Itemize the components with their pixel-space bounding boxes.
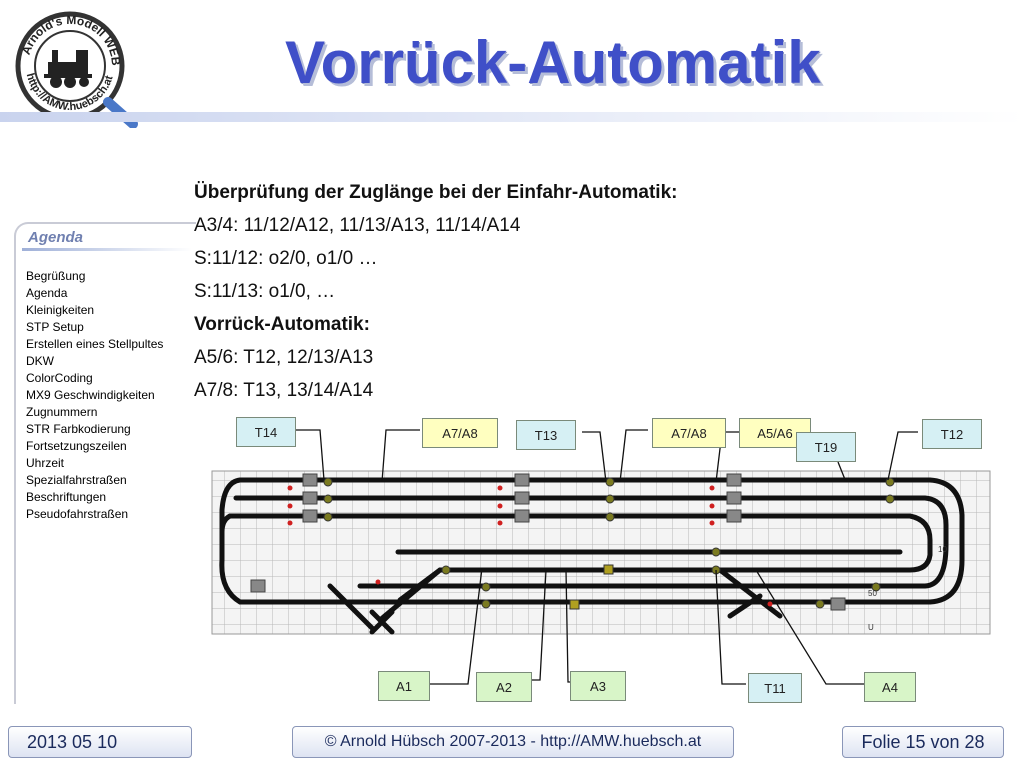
agenda-item[interactable]: Pseudofahrstraßen bbox=[26, 507, 129, 521]
agenda-list: Begrüßung Agenda Kleinigkeiten STP Setup… bbox=[26, 268, 163, 523]
label-a3: A3 bbox=[570, 671, 626, 701]
agenda-item[interactable]: Zugnummern bbox=[26, 405, 98, 419]
footer-date: 2013 05 10 bbox=[8, 726, 192, 758]
svg-text:50: 50 bbox=[868, 589, 877, 598]
content-heading: Überprüfung der Zuglänge bei der Einfahr… bbox=[194, 182, 678, 203]
arnolds-modell-web-logo: Arnold's Modell WEB http://AMW.huebsch.a… bbox=[15, 11, 138, 128]
content-line: S:11/12: o2/0, o1/0 … bbox=[194, 248, 378, 269]
agenda-item[interactable]: DKW bbox=[26, 354, 54, 368]
agenda-item[interactable]: Fortsetzungszeilen bbox=[26, 439, 127, 453]
label-a1: A1 bbox=[378, 671, 430, 701]
agenda-frame bbox=[14, 222, 196, 704]
track-blocks bbox=[250, 473, 846, 611]
main-content: Überprüfung der Zuglänge bei der Einfahr… bbox=[194, 176, 677, 407]
footer-page-number: Folie 15 von 28 bbox=[842, 726, 1004, 758]
agenda-item[interactable]: MX9 Geschwindigkeiten bbox=[26, 388, 155, 402]
agenda-title: Agenda bbox=[28, 229, 84, 246]
svg-text:U: U bbox=[868, 623, 874, 632]
agenda-item[interactable]: Begrüßung bbox=[26, 269, 86, 283]
agenda-underline bbox=[22, 248, 192, 251]
footer-copyright: © Arnold Hübsch 2007-2013 - http://AMW.h… bbox=[292, 726, 734, 758]
agenda-item[interactable]: ColorCoding bbox=[26, 371, 93, 385]
agenda-item[interactable]: Beschriftungen bbox=[26, 490, 107, 504]
page-title: Vorrück-Automatik bbox=[285, 29, 821, 96]
content-line: A3/4: 11/12/A12, 11/13/A13, 11/14/A14 bbox=[194, 215, 521, 236]
agenda-item[interactable]: STR Farbkodierung bbox=[26, 422, 131, 436]
diagram-small-text: 10 50 U bbox=[868, 545, 947, 632]
agenda-item[interactable]: STP Setup bbox=[26, 320, 84, 334]
signal-group bbox=[323, 477, 895, 610]
header-divider bbox=[0, 112, 1024, 122]
agenda-item[interactable]: Uhrzeit bbox=[26, 456, 65, 470]
content-line: A5/6: T12, 12/13/A13 bbox=[194, 347, 374, 368]
track-lines bbox=[219, 477, 965, 635]
agenda-item[interactable]: Spezialfahrstraßen bbox=[26, 473, 127, 487]
label-t14: T14 bbox=[236, 417, 296, 447]
label-a4: A4 bbox=[864, 672, 916, 702]
label-a7a8-left: A7/A8 bbox=[422, 418, 498, 448]
label-a2: A2 bbox=[476, 672, 532, 702]
content-line: S:11/13: o1/0, … bbox=[194, 281, 336, 302]
label-a7a8-right: A7/A8 bbox=[652, 418, 726, 448]
agenda-item[interactable]: Agenda bbox=[26, 286, 68, 300]
indicator-dots bbox=[287, 485, 773, 607]
svg-text:10: 10 bbox=[938, 545, 947, 554]
content-heading: Vorrück-Automatik: bbox=[194, 314, 370, 335]
label-t11: T11 bbox=[748, 673, 802, 703]
label-t13: T13 bbox=[516, 420, 576, 450]
agenda-item[interactable]: Erstellen eines Stellpultes bbox=[26, 337, 164, 351]
agenda-item[interactable]: Kleinigkeiten bbox=[26, 303, 95, 317]
content-line: A7/8: T13, 13/14/A14 bbox=[194, 380, 374, 401]
label-t12: T12 bbox=[922, 419, 982, 449]
label-t19: T19 bbox=[796, 432, 856, 462]
